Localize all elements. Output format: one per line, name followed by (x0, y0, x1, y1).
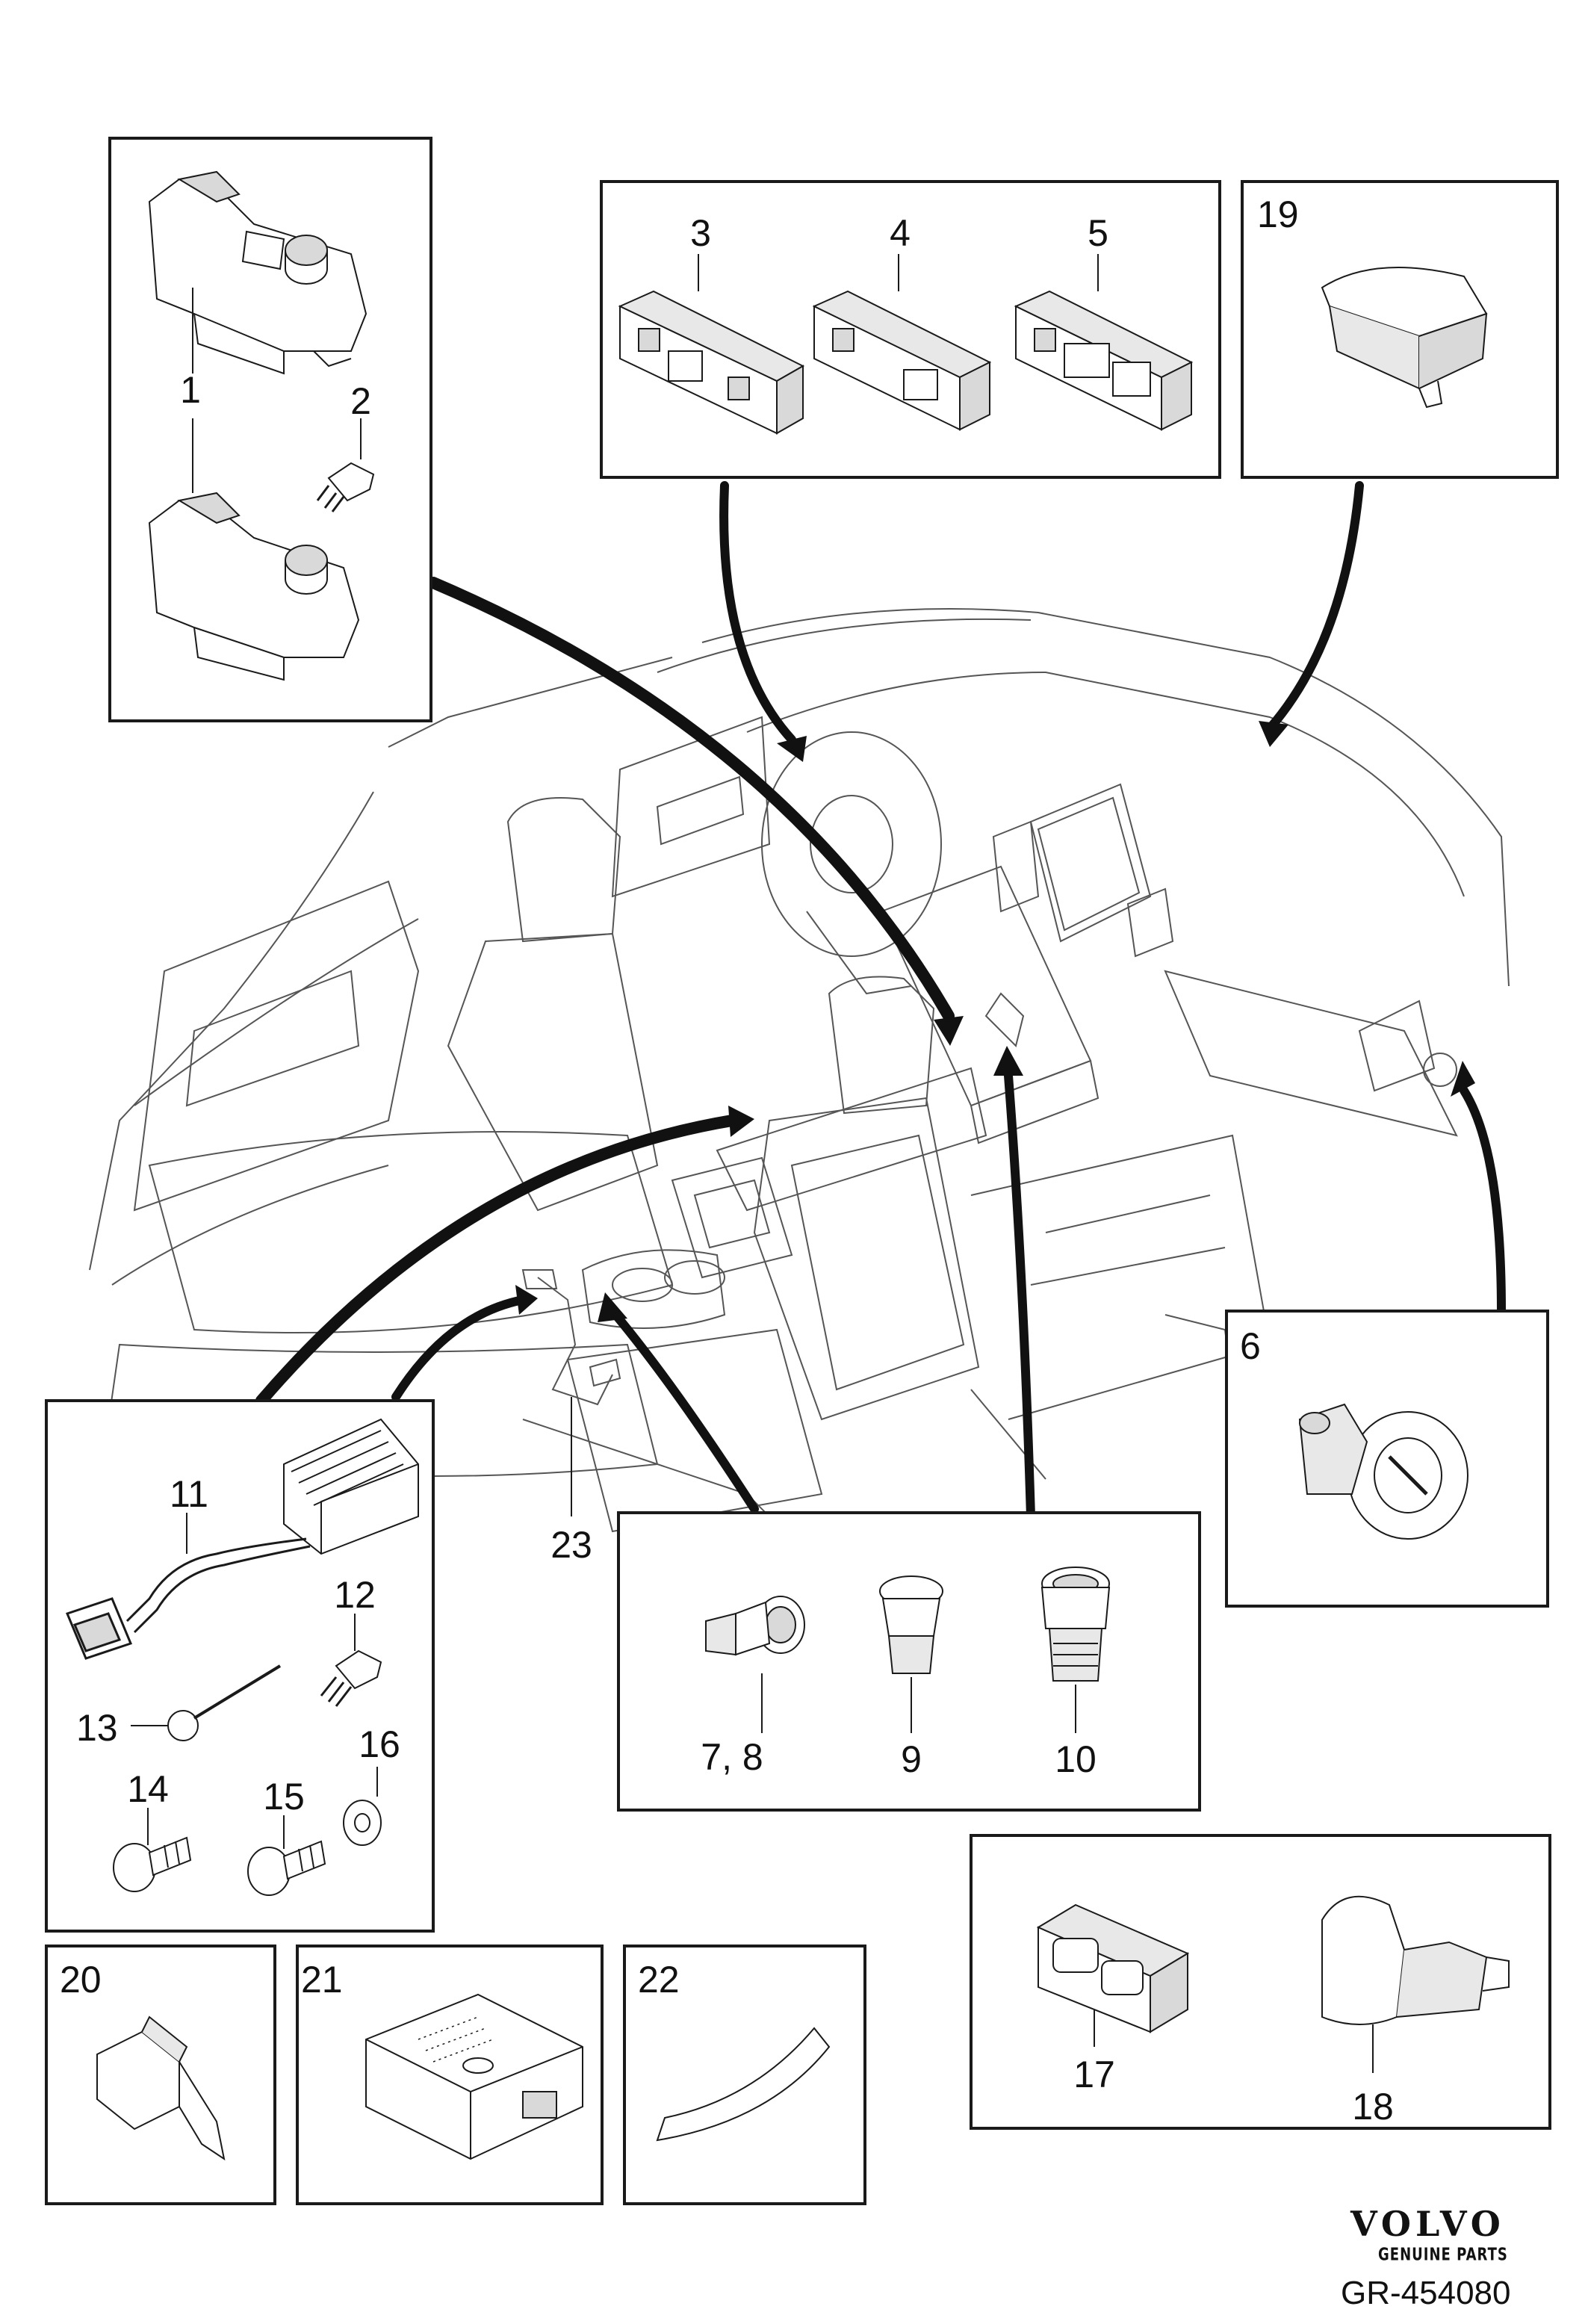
charger-cable (65, 1537, 311, 1660)
callout-19: 19 (1257, 193, 1299, 235)
callout-6: 6 (1240, 1325, 1261, 1367)
socket-10 (1040, 1567, 1111, 1682)
brand-logo: VOLVO (1350, 2204, 1505, 2244)
callout-5: 5 (1088, 212, 1108, 254)
callout-16: 16 (359, 1723, 400, 1765)
callout-15: 15 (263, 1776, 305, 1818)
screw-part-12 (320, 1649, 382, 1707)
charger-module (283, 1418, 419, 1555)
part-20-bracket (96, 2015, 226, 2161)
part-22-strip (656, 2027, 831, 2142)
washer-part-16 (343, 1800, 382, 1846)
window-switch-upper (148, 170, 367, 375)
callout-1: 1 (180, 369, 201, 411)
callout-13: 13 (76, 1707, 118, 1749)
socket-9 (879, 1575, 943, 1674)
callout-12: 12 (334, 1574, 376, 1616)
switch-panel-4 (812, 290, 992, 431)
sunroof-switch (1321, 267, 1488, 409)
start-knob (1298, 1403, 1468, 1540)
part-21-module (365, 1993, 583, 2160)
callout-11: 11 (170, 1473, 208, 1515)
callout-14: 14 (127, 1768, 169, 1810)
screw-part-2 (316, 462, 375, 512)
box-part-22 (623, 1945, 866, 2205)
switch-part-17 (1036, 1903, 1190, 2033)
brand-tagline: GENUINE PARTS (1378, 2244, 1508, 2266)
knob-part-18 (1321, 1895, 1510, 2025)
pointer-arrows (255, 481, 1506, 1521)
screw-part-14 (113, 1836, 192, 1892)
callout-22: 22 (638, 1959, 680, 2001)
window-switch-lower (148, 492, 360, 681)
callout-21: 21 (301, 1959, 343, 2001)
callout-7-8: 7, 8 (701, 1736, 763, 1778)
tie-strap-part-13 (131, 1664, 282, 1741)
callout-10: 10 (1055, 1738, 1097, 1780)
callout-4: 4 (890, 212, 911, 254)
screw-part-15 (247, 1840, 326, 1896)
callout-9: 9 (901, 1738, 922, 1780)
diagram-reference: GR-454080 (1341, 2275, 1511, 2311)
callout-20: 20 (60, 1959, 102, 2001)
callout-18: 18 (1352, 2086, 1394, 2128)
callout-2: 2 (350, 380, 371, 422)
switch-panel-3 (618, 290, 805, 435)
callout-23: 23 (550, 1524, 592, 1566)
car-interior-outline (89, 608, 1510, 1570)
callout-3: 3 (690, 212, 711, 254)
socket-7-8 (705, 1596, 805, 1656)
callout-17: 17 (1073, 2054, 1115, 2095)
box-part-20 (45, 1945, 276, 2205)
switch-panel-5 (1014, 290, 1194, 431)
